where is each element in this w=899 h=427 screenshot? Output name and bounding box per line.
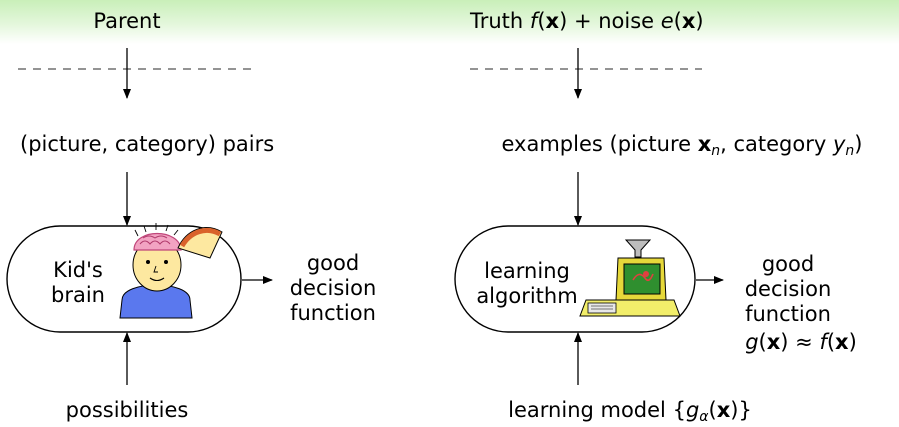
left-output-line2: decision — [289, 276, 377, 300]
left-source-label: Parent — [93, 9, 161, 33]
right-box-line1: learning — [484, 259, 570, 283]
right-output-line3: function — [745, 302, 831, 326]
right-output-line2: decision — [744, 277, 832, 301]
left-box-line1: Kid's — [53, 258, 103, 282]
right-box-line2: algorithm — [476, 284, 578, 308]
right-data-label: examples (picture xn, category yn) — [501, 132, 863, 159]
kid-with-open-brain-icon — [119, 223, 223, 319]
left-bottom-label: possibilities — [65, 398, 189, 422]
left-output-line3: function — [290, 301, 376, 325]
top-gradient-band — [0, 0, 899, 44]
right-bottom-label: learning model {gα(x)} — [508, 398, 752, 425]
computer-with-funnel-icon — [579, 239, 681, 317]
left-box-line2: brain — [51, 283, 105, 307]
left-output-line1: good — [306, 251, 360, 275]
left-data-label: (picture, category) pairs — [20, 132, 275, 156]
right-output-line1: good — [761, 252, 815, 276]
right-source-label: Truth f(x) + noise e(x) — [470, 9, 704, 33]
right-output-equation: g(x) ≈ f(x) — [745, 330, 857, 354]
